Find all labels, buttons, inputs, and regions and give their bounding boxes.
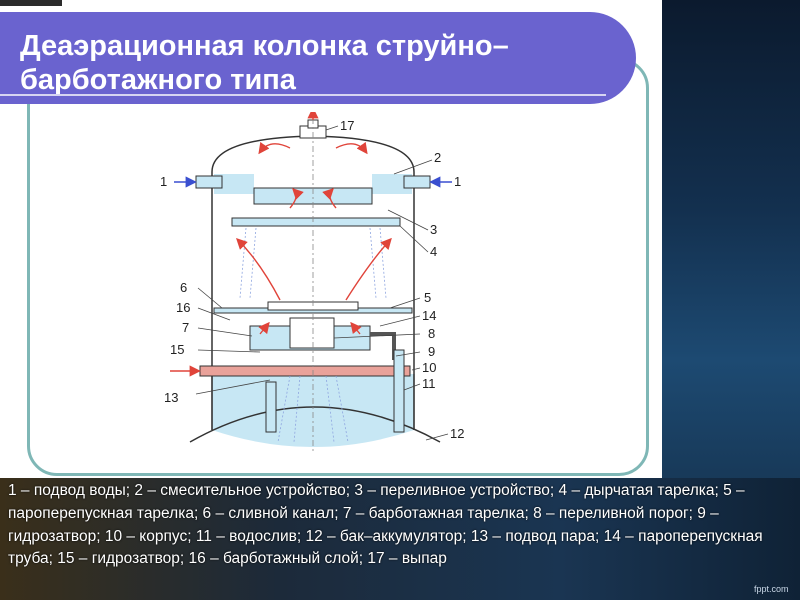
slide: Деаэрационная колонка струйно–барботажно… [0, 0, 662, 478]
label-12: 12 [450, 426, 464, 441]
brand-watermark: fppt.com [754, 584, 789, 594]
deaerator-diagram: 1 1 2 3 4 5 6 7 8 9 10 11 12 13 14 15 16… [160, 112, 464, 452]
label-5: 5 [424, 290, 431, 305]
label-8: 8 [428, 326, 435, 341]
leader-lines [195, 125, 449, 441]
label-6: 6 [180, 280, 187, 295]
label-13: 13 [164, 390, 178, 405]
title-underline [0, 94, 606, 96]
label-14: 14 [422, 308, 436, 323]
label-15: 15 [170, 342, 184, 357]
label-7: 7 [182, 320, 189, 335]
water-jets [239, 227, 387, 443]
label-4: 4 [430, 244, 437, 259]
label-17: 17 [340, 118, 354, 133]
label-3: 3 [430, 222, 437, 237]
legend-caption: 1 – подвод воды; 2 – смесительное устрой… [8, 482, 763, 568]
label-1-left: 1 [160, 174, 167, 189]
steam-arrows [170, 112, 392, 377]
label-2: 2 [434, 150, 441, 165]
label-10: 10 [422, 360, 436, 375]
label-16: 16 [176, 300, 190, 315]
label-1-right: 1 [454, 174, 461, 189]
slide-tab [0, 0, 62, 6]
label-9: 9 [428, 344, 435, 359]
background-bottom [0, 478, 800, 600]
label-11: 11 [422, 376, 436, 391]
column-body [195, 118, 431, 452]
slide-title: Деаэрационная колонка струйно–барботажно… [20, 30, 509, 96]
title-bar: Деаэрационная колонка струйно–барботажно… [0, 12, 636, 104]
